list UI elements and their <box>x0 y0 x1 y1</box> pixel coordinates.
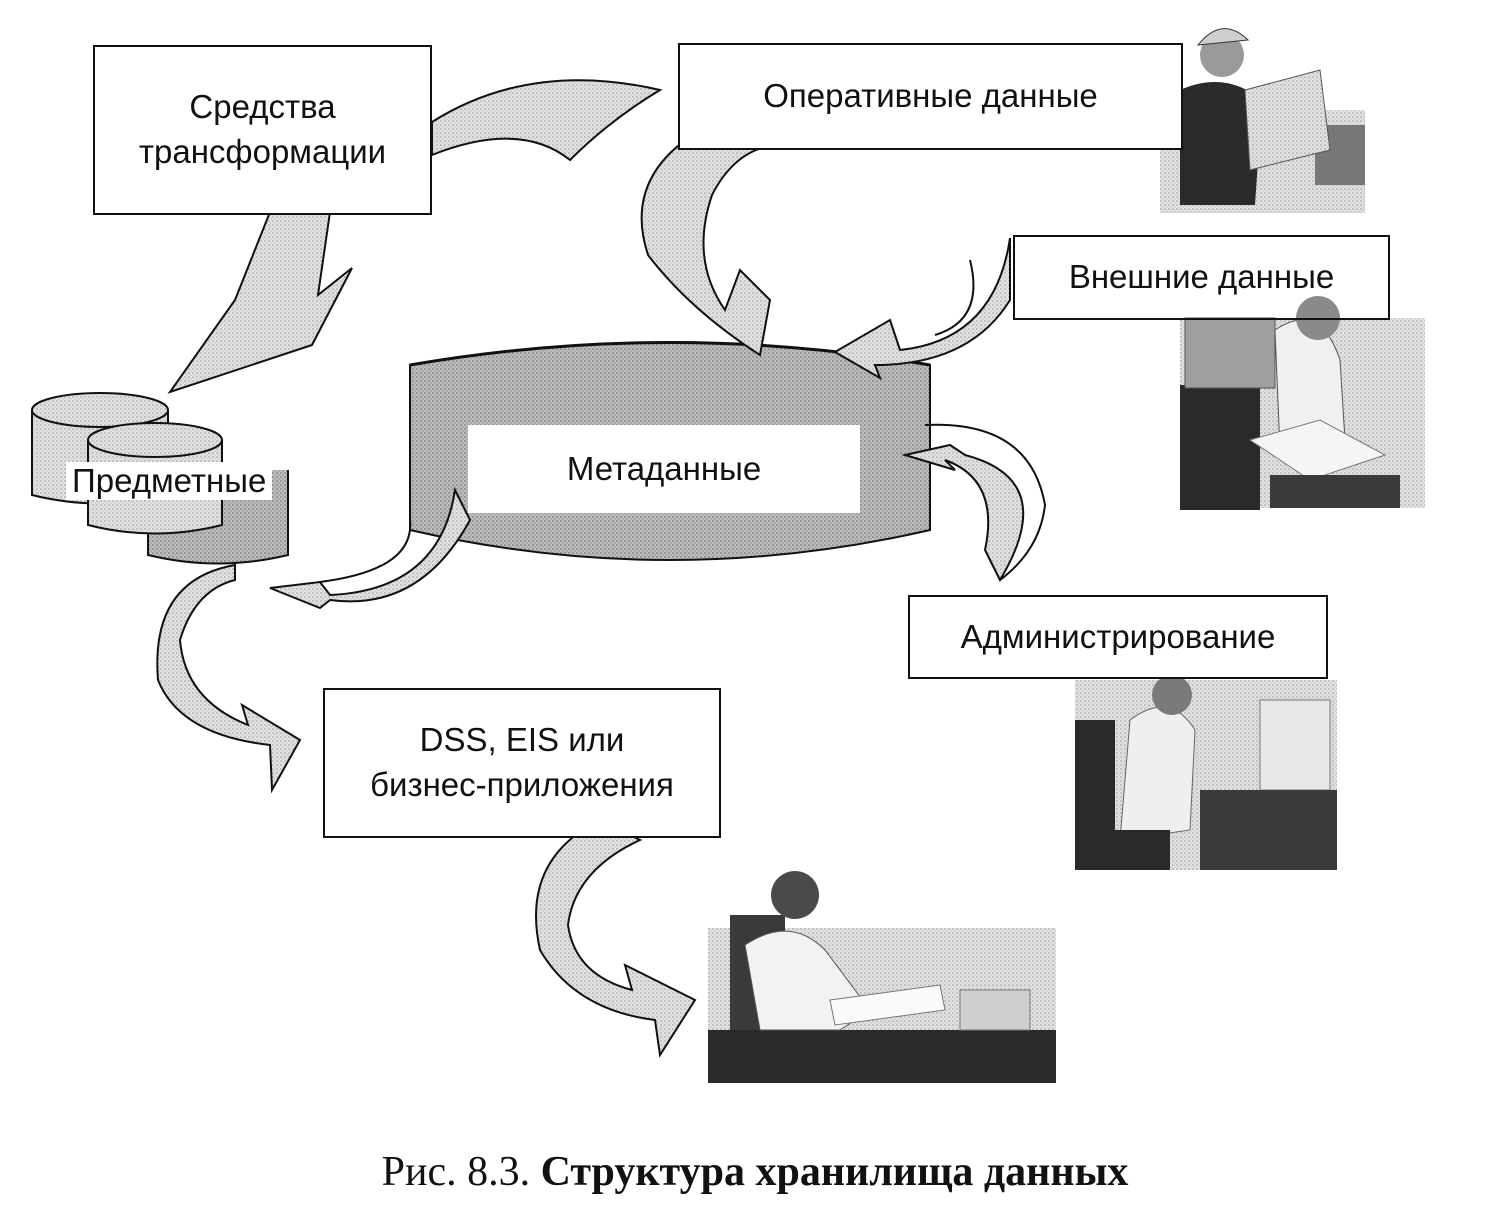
administration-box: Администрирование <box>908 595 1328 679</box>
metadata-box: Метаданные <box>468 425 860 513</box>
metadata-label: Метаданные <box>566 449 762 487</box>
arrow-operational-to-metadata <box>640 120 776 357</box>
dss-apps-line-2: бизнес-приложения <box>370 766 674 803</box>
transform-tools-box: Средства трансформации <box>93 45 432 215</box>
arrow-external-to-metadata <box>833 237 1011 381</box>
administration-label: Администрирование <box>960 617 1276 655</box>
external-data-box: Внешние данные <box>1013 235 1390 320</box>
transform-tools-line-2: трансформации <box>138 133 387 170</box>
caption-title: Структура хранилища данных <box>540 1149 1129 1195</box>
caption-prefix: Рис. 8.3. <box>381 1149 531 1195</box>
figure-caption: Рис. 8.3. Структура хранилища данных <box>0 1148 1510 1196</box>
arrow-transform-to-operational <box>431 79 663 162</box>
arrow-dss-to-user <box>535 818 697 1058</box>
arrow-transform-to-subject <box>167 211 353 394</box>
operational-data-label: Оперативные данные <box>763 77 1098 115</box>
subject-data-label: Предметные <box>66 462 273 500</box>
photo-external-worker <box>1180 296 1425 510</box>
arrow-subject-to-dss <box>156 563 302 794</box>
photo-business-user <box>708 871 1056 1083</box>
arrow-metadata-to-subject <box>269 486 472 610</box>
dss-apps-box: DSS, EIS или бизнес-приложения <box>323 688 721 838</box>
photo-operational-worker <box>1160 18 1365 213</box>
dss-apps-line-1: DSS, EIS или <box>419 721 625 759</box>
operational-data-box: Оперативные данные <box>678 43 1183 150</box>
photo-admin-worker <box>1075 675 1337 870</box>
arrow-admin-to-metadata <box>901 423 1047 583</box>
external-data-label: Внешние данные <box>1068 258 1335 296</box>
transform-tools-line-1: Средства <box>189 88 336 126</box>
